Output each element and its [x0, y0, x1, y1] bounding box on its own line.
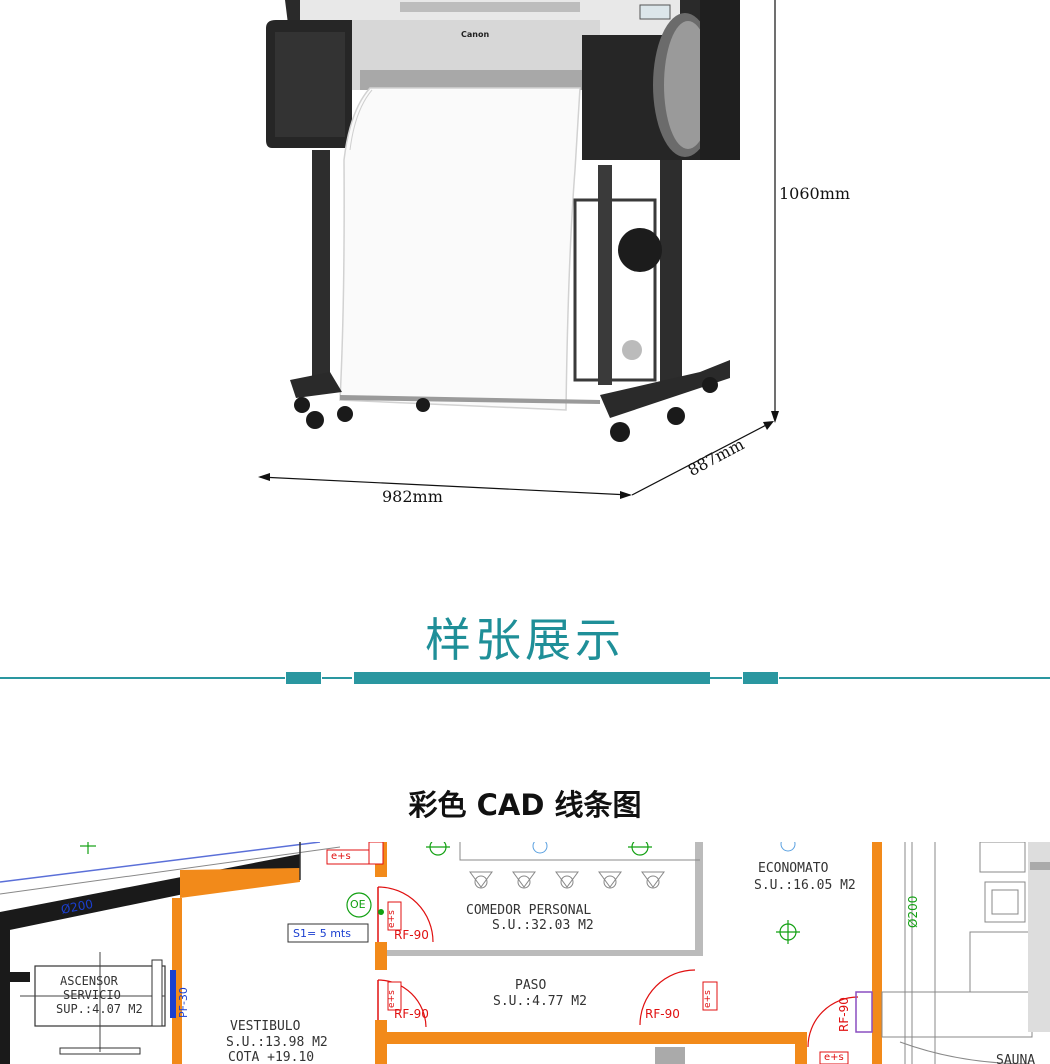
room-label-ascensor: ASCENSOR — [60, 974, 118, 988]
dimension-width-label: 982mm — [382, 487, 443, 506]
annotation-rf-1: RF-90 — [394, 928, 429, 942]
printer-product-image: Canon 1060mm 982mm 887mm — [258, 0, 851, 506]
dimension-height-label: 1060mm — [779, 184, 851, 203]
annotation-oe: OE — [350, 898, 366, 911]
room-area-vestibulo: S.U.:13.98 M2 — [226, 1035, 328, 1050]
room-label-comedor: COMEDOR PERSONAL — [466, 903, 592, 918]
brand-logo: Canon — [461, 30, 490, 39]
section-divider — [0, 672, 1050, 684]
annotation-rf-2: RF-90 — [394, 1007, 429, 1021]
annotation-es-1: e+s — [331, 851, 351, 862]
room-label-paso: PASO — [515, 978, 547, 993]
room-area-comedor: S.U.:32.03 M2 — [492, 918, 594, 933]
annotation-s1: S1= 5 mts — [293, 927, 351, 940]
annotation-es-5: e+s — [824, 1052, 844, 1063]
room-label-servicio: SERVICIO — [63, 988, 121, 1002]
cad-sample-title: 彩色 CAD 线条图 — [408, 788, 642, 822]
room-label-vestibulo: VESTIBULO — [230, 1019, 301, 1034]
annotation-rf-4: RF-90 — [837, 997, 851, 1032]
sample-section-title: 样张展示 — [425, 613, 625, 667]
annotation-es-2: e+s — [387, 910, 397, 928]
cad-floor-plan: ECONOMATO S.U.:16.05 M2 COMEDOR PERSONAL… — [0, 842, 1050, 1064]
annotation-rf-3: RF-90 — [645, 1007, 680, 1021]
room-label-sauna: SAUNA — [996, 1053, 1036, 1064]
annotation-es-4: e+s — [703, 990, 713, 1008]
room-area-paso: S.U.:4.77 M2 — [493, 994, 587, 1009]
room-area-ascensor: SUP.:4.07 M2 — [56, 1002, 143, 1016]
room-area-economato: S.U.:16.05 M2 — [754, 878, 856, 893]
printer-illustration — [258, 0, 779, 499]
annotation-es-3: e+s — [387, 990, 397, 1008]
room-label-economato: ECONOMATO — [758, 861, 829, 876]
annotation-diameter-2: Ø200 — [906, 895, 920, 928]
room-elevation-vestibulo: COTA +19.10 — [228, 1050, 315, 1064]
cad-drawing — [0, 842, 1050, 1064]
annotation-pf: PF-30 — [177, 987, 190, 1018]
